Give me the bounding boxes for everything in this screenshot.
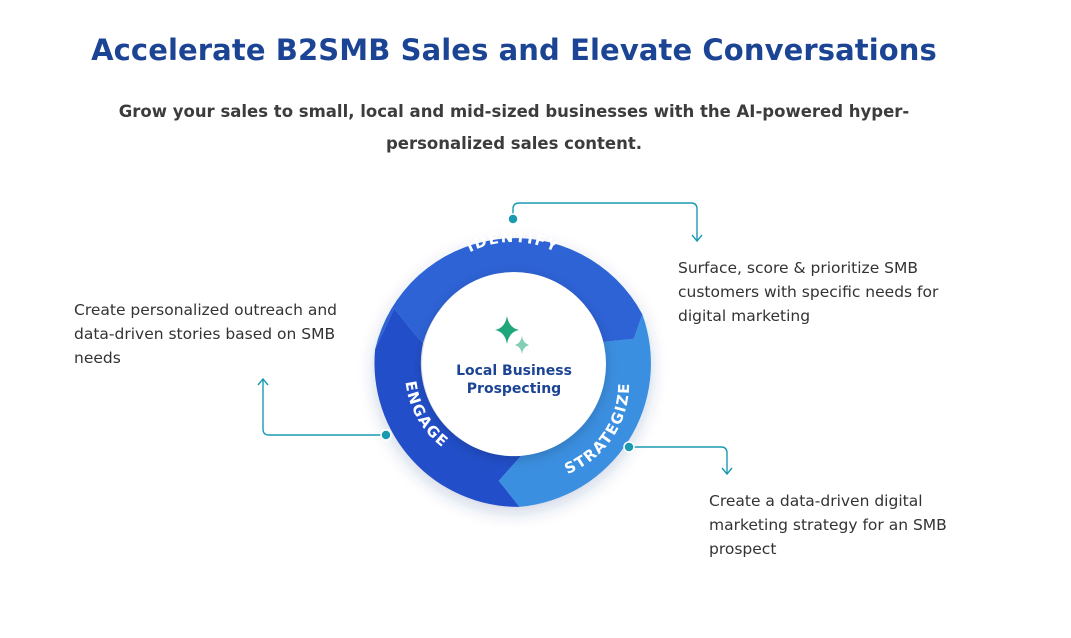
- arrow-strategize: [721, 467, 733, 476]
- arrow-identify: [691, 234, 703, 243]
- connector-dot-identify: [507, 213, 519, 225]
- connector-strategize: [629, 446, 728, 473]
- center-label-line1: Local Business: [456, 363, 572, 379]
- segment-engage: [374, 308, 521, 507]
- description-engage: Create personalized outreach and data-dr…: [74, 301, 337, 367]
- connector-dot-engage: [380, 429, 392, 441]
- connector-identify: [512, 202, 698, 240]
- page-subtitle: Grow your sales to small, local and mid-…: [118, 102, 910, 153]
- segment-identify: [375, 238, 643, 350]
- page-title: Accelerate B2SMB Sales and Elevate Conve…: [91, 33, 937, 67]
- sparkle-icon: [495, 316, 529, 354]
- description-strategize: Create a data-driven digital marketing s…: [709, 492, 947, 558]
- arrow-engage: [257, 377, 269, 386]
- center-circle: [422, 272, 606, 456]
- center-label-line2: Prospecting: [467, 381, 561, 397]
- description-identify: Surface, score & prioritize SMB customer…: [678, 259, 939, 325]
- cycle-ring: [374, 238, 651, 507]
- connector-engage: [262, 380, 386, 436]
- connector-lines: [257, 202, 733, 476]
- segment-strategize: [498, 314, 651, 507]
- connector-dot-strategize: [623, 441, 635, 453]
